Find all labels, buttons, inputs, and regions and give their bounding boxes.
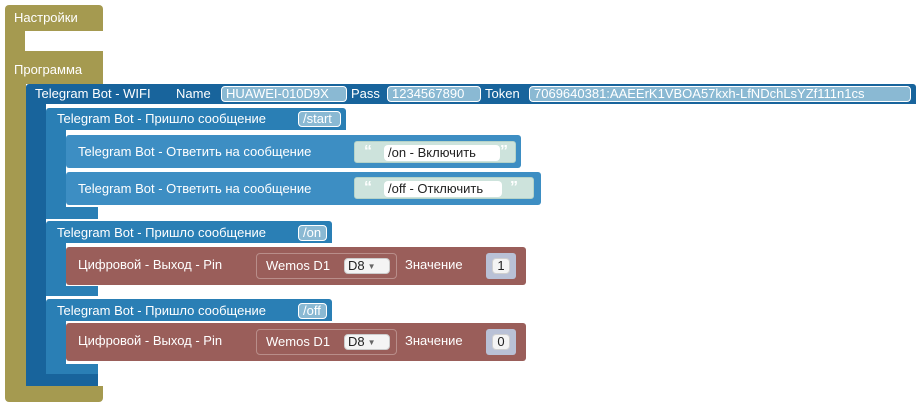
- board-dropdown-container: [256, 329, 397, 355]
- pin-value: D8: [348, 258, 365, 273]
- digital-out-label: Цифровой - Выход - Pin: [78, 257, 223, 272]
- board-dropdown[interactable]: Wemos D1: [266, 258, 331, 273]
- handler-start-spine: [46, 130, 66, 210]
- handler-start-block[interactable]: [46, 108, 346, 130]
- wifi-block-spine: [26, 104, 46, 376]
- program-label: Программа: [14, 62, 83, 77]
- settings-label: Настройки: [14, 10, 78, 25]
- wifi-name-field[interactable]: HUAWEI-010D9X: [221, 86, 347, 102]
- settings-block-bottom: [5, 51, 103, 59]
- handler-start-title: Telegram Bot - Пришло сообщение: [57, 111, 266, 126]
- program-block-spine: [5, 84, 26, 390]
- wifi-title: Telegram Bot - WIFI: [35, 86, 151, 101]
- wifi-token-label: Token: [485, 86, 520, 101]
- handler-start-command[interactable]: /start: [298, 111, 341, 127]
- handler-start-bottom: [46, 207, 98, 219]
- reply-label: Telegram Bot - Ответить на сообщение: [78, 144, 312, 159]
- reply-text-field[interactable]: /on - Включить: [384, 145, 500, 161]
- wifi-name-label: Name: [176, 86, 211, 101]
- pin-dropdown[interactable]: D8▼: [344, 258, 390, 274]
- board-dropdown[interactable]: Wemos D1: [266, 334, 331, 349]
- value-label: Значение: [405, 333, 463, 348]
- wifi-block-bottom: [26, 374, 98, 386]
- wifi-pass-label: Pass: [351, 86, 380, 101]
- close-quote-icon: ”: [500, 143, 508, 160]
- program-block[interactable]: [5, 59, 103, 84]
- handler-off-bottom: [46, 364, 98, 374]
- wifi-token-field[interactable]: 7069640381:AAEErK1VBOA57kxh-LfNDchLsYZf1…: [529, 86, 911, 102]
- value-field[interactable]: 0: [492, 334, 510, 350]
- handler-off-block[interactable]: [46, 299, 332, 321]
- handler-on-block[interactable]: [46, 221, 332, 243]
- dropdown-arrow-icon: ▼: [367, 261, 376, 271]
- handler-on-command[interactable]: /on: [298, 225, 327, 241]
- handler-on-bottom: [46, 286, 98, 296]
- handler-off-title: Telegram Bot - Пришло сообщение: [57, 303, 266, 318]
- reply-label: Telegram Bot - Ответить на сообщение: [78, 181, 312, 196]
- open-quote-icon: “: [364, 143, 372, 160]
- pin-value: D8: [348, 334, 365, 349]
- handler-on-title: Telegram Bot - Пришло сообщение: [57, 225, 266, 240]
- program-block-bottom: [5, 386, 103, 402]
- dropdown-arrow-icon: ▼: [367, 337, 376, 347]
- digital-out-label: Цифровой - Выход - Pin: [78, 333, 223, 348]
- handler-on-spine: [46, 243, 66, 291]
- settings-block[interactable]: [5, 5, 103, 31]
- reply-text-field[interactable]: /off - Отключить: [384, 181, 502, 197]
- pin-dropdown[interactable]: D8▼: [344, 334, 390, 350]
- open-quote-icon: “: [364, 179, 372, 196]
- board-dropdown-container: [256, 253, 397, 279]
- settings-block-spine: [5, 31, 25, 51]
- handler-off-command[interactable]: /off: [298, 303, 327, 319]
- value-label: Значение: [405, 257, 463, 272]
- close-quote-icon: ”: [510, 179, 518, 196]
- value-field[interactable]: 1: [492, 258, 510, 274]
- handler-off-spine: [46, 321, 66, 373]
- wifi-pass-field[interactable]: 1234567890: [387, 86, 481, 102]
